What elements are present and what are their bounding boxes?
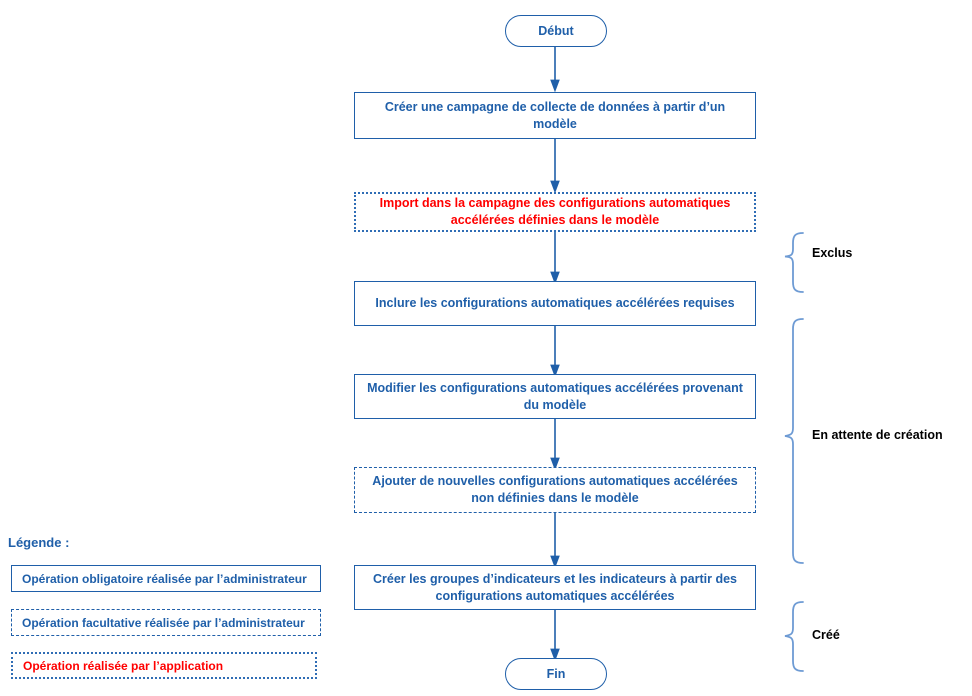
legend-item-optional: Opération facultative réalisée par l’adm… (11, 609, 321, 636)
node-end-label: Fin (546, 666, 566, 681)
node-creer-indicateurs-label: Créer les groupes d’indicateurs et les i… (372, 571, 738, 603)
bracket-cree (784, 601, 804, 672)
node-modifier-config[interactable]: Modifier les configurations automatiques… (354, 374, 756, 419)
legend-item-optional-label: Opération facultative réalisée par l’adm… (22, 615, 305, 630)
node-inclure-config-label: Inclure les configurations automatiques … (375, 296, 735, 311)
bracket-en-attente (784, 318, 804, 564)
node-start-label: Début (538, 23, 574, 38)
bracket-label-exclus: Exclus (812, 246, 853, 260)
node-creer-indicateurs[interactable]: Créer les groupes d’indicateurs et les i… (354, 565, 756, 610)
node-end[interactable]: Fin (505, 658, 607, 690)
node-creer-campagne[interactable]: Créer une campagne de collecte de donnée… (354, 92, 756, 139)
legend-item-application-label: Opération réalisée par l’application (23, 658, 224, 673)
node-import-config[interactable]: Import dans la campagne des configuratio… (354, 192, 756, 232)
bracket-exclus (784, 232, 804, 293)
bracket-label-cree: Créé (812, 628, 840, 642)
node-import-config-label: Import dans la campagne des configuratio… (379, 196, 731, 227)
bracket-label-en-attente: En attente de création (812, 428, 943, 442)
node-ajouter-config-label: Ajouter de nouvelles configurations auto… (372, 474, 738, 505)
legend-item-mandatory-label: Opération obligatoire réalisée par l’adm… (22, 571, 307, 586)
legend-item-mandatory: Opération obligatoire réalisée par l’adm… (11, 565, 321, 592)
node-start[interactable]: Début (505, 15, 607, 47)
legend-item-application: Opération réalisée par l’application (11, 652, 317, 679)
legend-title: Légende : (8, 535, 70, 550)
node-inclure-config[interactable]: Inclure les configurations automatiques … (354, 281, 756, 326)
node-creer-campagne-label: Créer une campagne de collecte de donnée… (384, 99, 726, 131)
node-modifier-config-label: Modifier les configurations automatiques… (367, 380, 743, 412)
node-ajouter-config[interactable]: Ajouter de nouvelles configurations auto… (354, 467, 756, 513)
